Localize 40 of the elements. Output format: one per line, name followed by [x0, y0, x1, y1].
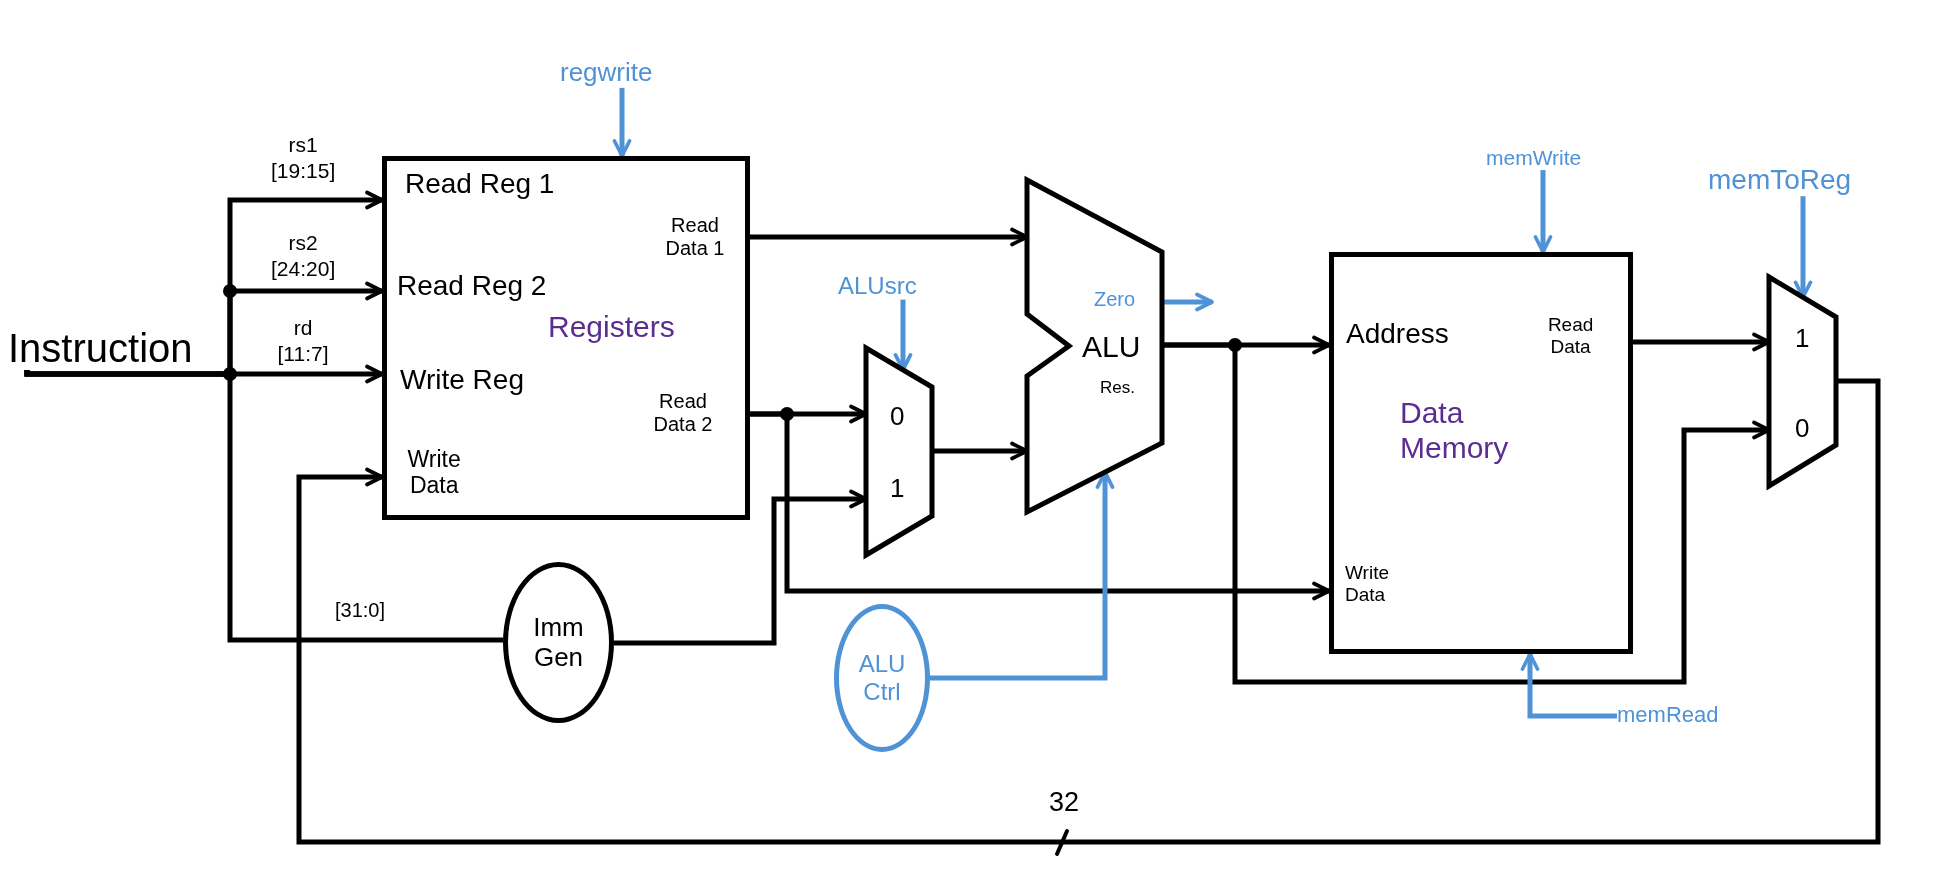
- register-file-block: [382, 156, 750, 520]
- port-label: Res.: [1100, 378, 1135, 398]
- port-label: Read Data 1: [664, 214, 726, 260]
- control-signal-label: ALUsrc: [838, 272, 917, 300]
- port-label: Read Reg 1: [405, 168, 555, 201]
- port-label: Read Data: [1546, 314, 1595, 358]
- mux-input-label: 1: [1795, 324, 1810, 354]
- block-title: ALU Ctrl: [857, 650, 907, 706]
- block-title: Data Memory: [1400, 396, 1510, 465]
- connector-arrow: [1533, 170, 1553, 254]
- connector-arrow: [296, 378, 1881, 845]
- control-signal-label: memRead: [1617, 702, 1719, 728]
- mux-input-label: 0: [890, 402, 905, 432]
- mux-input-label: 0: [1795, 414, 1810, 444]
- alu-shape: [1024, 177, 1165, 515]
- port-label: Read Data 2: [652, 390, 714, 436]
- control-signal-label: regwrite: [560, 58, 653, 88]
- port-label: Write Data: [1345, 562, 1390, 606]
- port-label: Write Data: [406, 446, 462, 499]
- block-title: Imm Gen: [532, 612, 585, 673]
- flag-label: Zero: [1094, 288, 1136, 311]
- connector-arrow: [612, 87, 632, 158]
- port-label: Address: [1346, 318, 1449, 351]
- ellipse-block: [503, 562, 614, 723]
- signal-label: Instruction: [8, 326, 193, 370]
- control-signal-label: memToReg: [1708, 164, 1852, 197]
- ellipse-block: [834, 604, 930, 752]
- port-label: Read Reg 2: [397, 270, 547, 303]
- port-label: Write Reg: [400, 364, 524, 397]
- block-title: Registers: [548, 310, 675, 345]
- mux-input-label: 1: [890, 474, 905, 504]
- multiplexer-shape: [1766, 274, 1839, 489]
- block-title: ALU: [1082, 330, 1141, 365]
- connector-arrow: [1520, 652, 1617, 719]
- connector-arrow: [750, 411, 1331, 601]
- connector-line: [24, 368, 504, 643]
- control-signal-label: memWrite: [1486, 146, 1582, 171]
- data-memory-block: [1329, 252, 1633, 654]
- multiplexer-shape: [863, 345, 935, 558]
- connector-arrow: [1162, 292, 1214, 312]
